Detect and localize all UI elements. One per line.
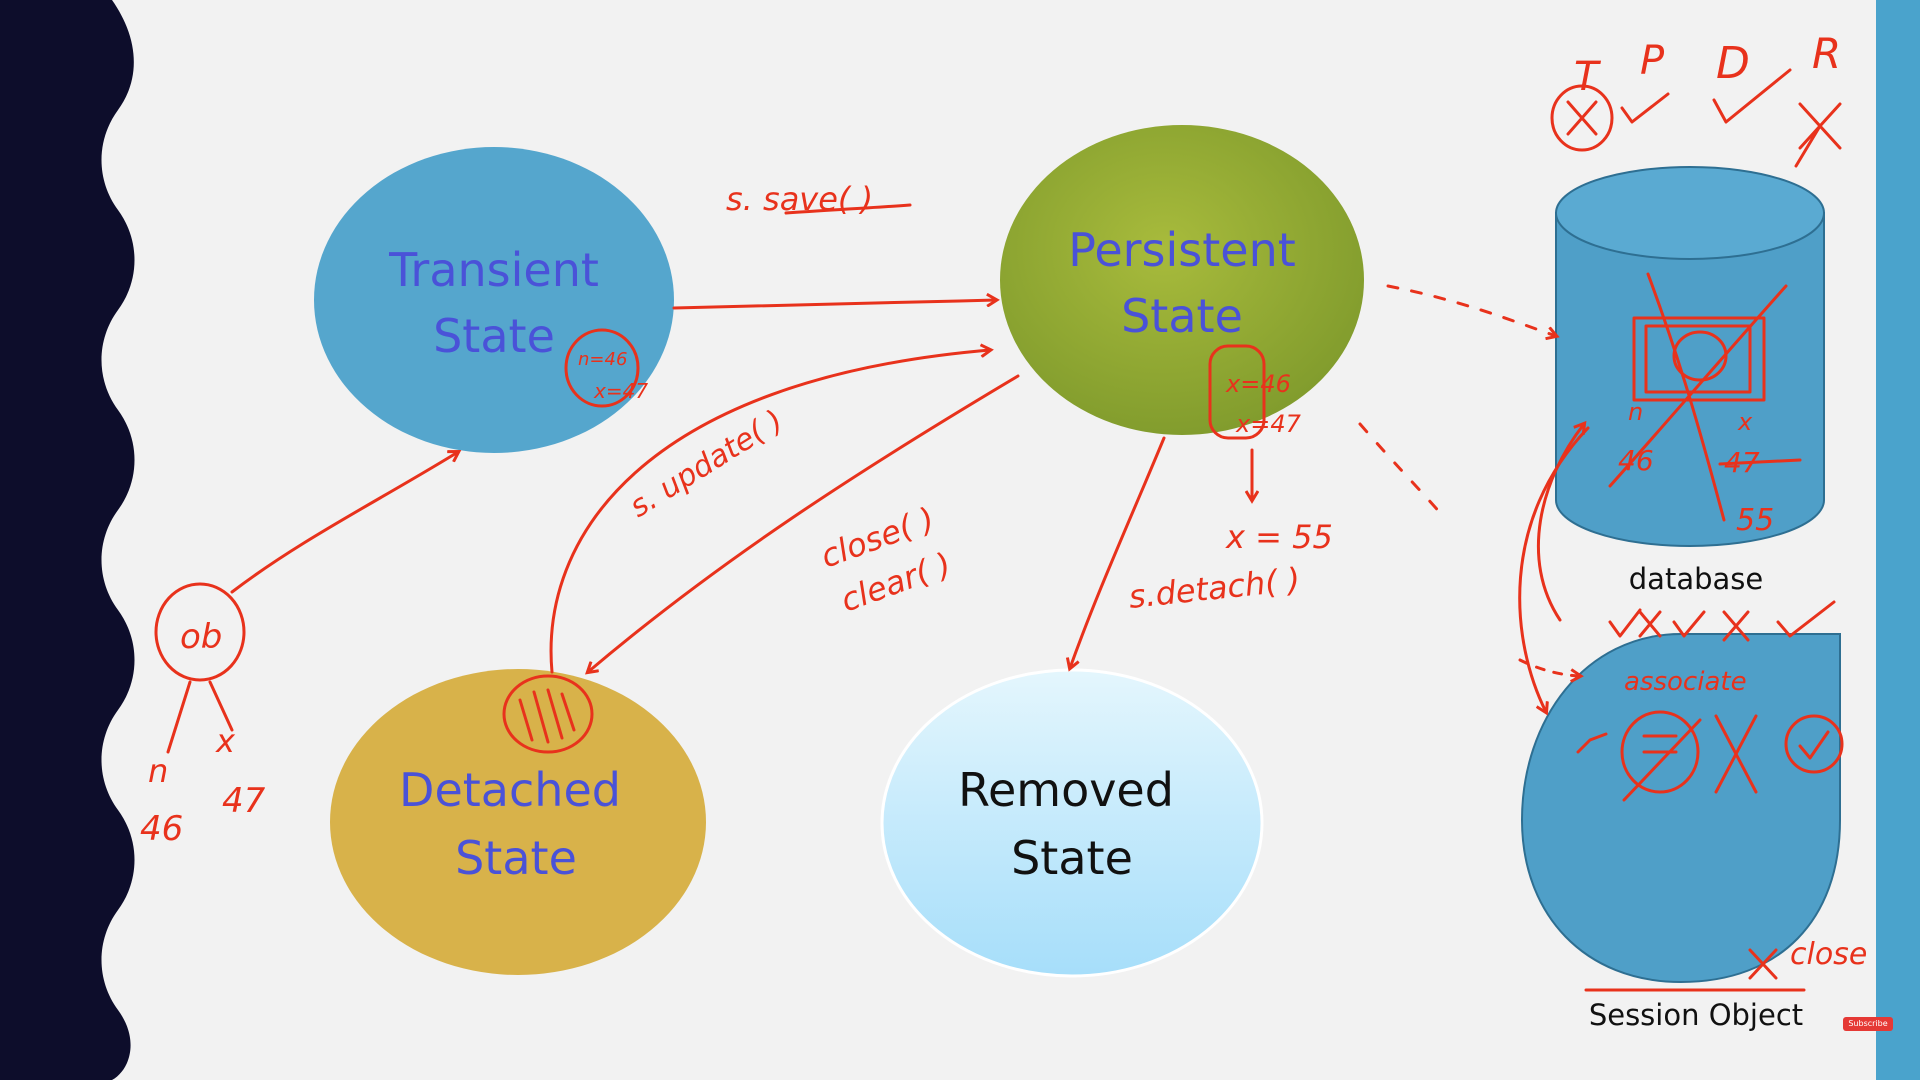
database-table-sketch [1632, 316, 1766, 402]
object-branch-right [208, 680, 234, 732]
session-close-cross [1748, 948, 1778, 980]
arrow-object-to-transient [230, 452, 458, 594]
persistent-note-x2: x=47 [1235, 410, 1302, 438]
arrow-detached-to-persistent [549, 350, 990, 674]
persistent-state-line1: Persistent [1068, 223, 1296, 277]
detached-state-ellipse [330, 669, 706, 975]
db-x-new: 55 [1736, 503, 1774, 538]
persistent-state-line2: State [1121, 289, 1243, 343]
letter-p: P [1640, 38, 1665, 84]
letter-t: T [1574, 54, 1602, 100]
left-wavy-border [0, 0, 135, 1080]
dashed-persistent-to-database [1386, 284, 1556, 336]
letter-p-check [1620, 92, 1670, 124]
arrow-transient-to-persistent [672, 300, 996, 310]
transient-state-line2: State [433, 309, 555, 363]
annotation-x-value: 47 [222, 781, 266, 821]
db-n-value: 46 [1618, 444, 1654, 477]
db-x-strike [1718, 458, 1802, 466]
transient-note-circle [564, 328, 640, 408]
session-cross-mark [1638, 610, 1662, 638]
db-x-label: x [1737, 408, 1753, 436]
annotation-ob: ob [180, 617, 222, 657]
removed-state-ellipse [880, 668, 1264, 978]
transient-state-ellipse [314, 147, 674, 453]
letter-d-check [1712, 68, 1792, 124]
arrow-persistent-to-removed [1070, 436, 1166, 668]
session-object-label: Session Object [1589, 998, 1803, 1032]
detached-scribble-hatch [518, 688, 576, 744]
removed-state-line2: State [1011, 831, 1133, 885]
persistent-state-ellipse [1000, 125, 1364, 435]
transient-note-n: n=46 [578, 349, 627, 370]
transient-state-line1: Transient [388, 243, 599, 297]
session-check-marks [1608, 600, 1836, 642]
session-left-tick [1576, 732, 1608, 754]
detached-state-line1: Detached [399, 763, 621, 817]
session-object-circle [1620, 710, 1700, 794]
annotation-close-session: close [1790, 937, 1867, 972]
removed-state-line1: Removed [958, 763, 1174, 817]
annotation-n-label: n [148, 752, 168, 790]
right-blue-bar [1876, 0, 1920, 1080]
detached-state-line2: State [455, 831, 577, 885]
db-n-label: n [1628, 398, 1643, 426]
transient-note-x: x=47 [593, 379, 648, 403]
object-circle [154, 582, 246, 682]
session-check-inner [1798, 730, 1830, 760]
subscribe-badge[interactable]: Subscribe [1843, 1017, 1893, 1031]
session-x-mark [1714, 714, 1758, 794]
annotation-n-value: 46 [140, 809, 183, 849]
detached-scribble-circle [502, 674, 594, 754]
session-object-equals [1622, 718, 1702, 802]
annotation-x-assign: x = 55 [1225, 518, 1333, 556]
arrow-session-to-database [1536, 424, 1584, 622]
annotation-update: s. update( ) [624, 403, 790, 525]
letter-t-circle [1550, 84, 1614, 152]
object-branch-left [166, 680, 192, 754]
letter-r-cross [1794, 102, 1842, 168]
persistent-note-box [1208, 344, 1266, 440]
save-underline [784, 203, 912, 215]
letter-r: R [1812, 29, 1841, 78]
dashed-persistent-to-session [1358, 422, 1448, 522]
database-label: database [1629, 562, 1763, 596]
annotation-detach: s.detach( ) [1127, 560, 1302, 616]
annotation-associate: associate [1624, 667, 1747, 697]
database-cross-lines [1608, 272, 1788, 522]
letter-t-cross [1566, 100, 1598, 136]
dashed-into-session [1518, 658, 1580, 676]
session-check-circle [1784, 714, 1844, 774]
annotation-x-label: x [215, 722, 236, 760]
arrow-persistent-to-detached [588, 374, 1020, 672]
letter-d: D [1716, 38, 1750, 89]
persistent-note-x: x=46 [1225, 370, 1291, 398]
database-cylinder [1555, 166, 1825, 547]
